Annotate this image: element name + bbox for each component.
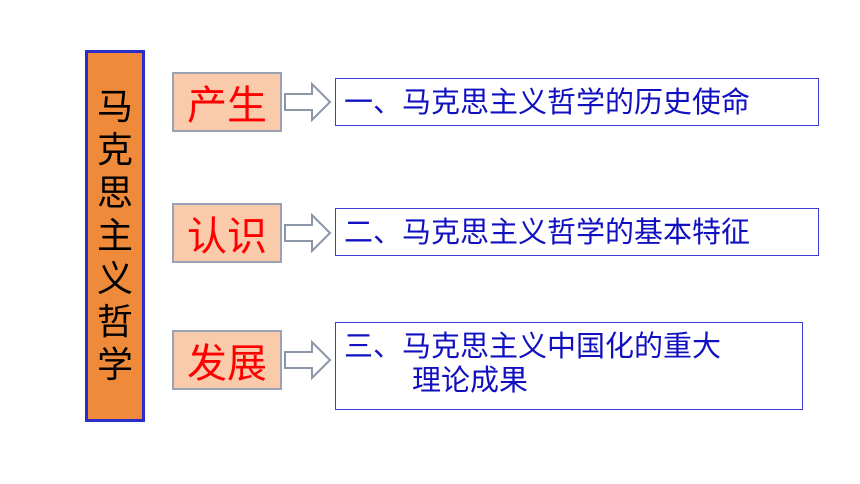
vertical-title-box: 马 克 思 主 义 哲 学: [85, 50, 145, 422]
item-mission: 一、马克思主义哲学的历史使命: [335, 78, 819, 126]
tag-understanding: 认识: [172, 203, 282, 263]
arrow-right-icon: [284, 213, 332, 253]
tag-origin: 产生: [172, 72, 282, 132]
arrow-right-icon: [284, 340, 332, 380]
title-char: 马: [96, 86, 133, 128]
item-features: 二、马克思主义哲学的基本特征: [335, 208, 819, 256]
item-text: 二、马克思主义哲学的基本特征: [344, 215, 751, 249]
item-text: 一、马克思主义哲学的历史使命: [344, 85, 751, 119]
title-char: 哲: [96, 301, 133, 343]
tag-development: 发展: [172, 330, 282, 390]
title-char: 义: [96, 258, 133, 300]
title-char: 学: [96, 344, 133, 386]
title-char: 主: [96, 215, 133, 257]
title-char: 思: [96, 172, 133, 214]
item-achievements: 三、马克思主义中国化的重大 理论成果: [335, 322, 803, 410]
arrow-right-icon: [284, 82, 332, 122]
title-char: 克: [96, 129, 133, 171]
item-text: 三、马克思主义中国化的重大: [344, 329, 722, 363]
item-text-continued: 理论成果: [412, 363, 529, 397]
